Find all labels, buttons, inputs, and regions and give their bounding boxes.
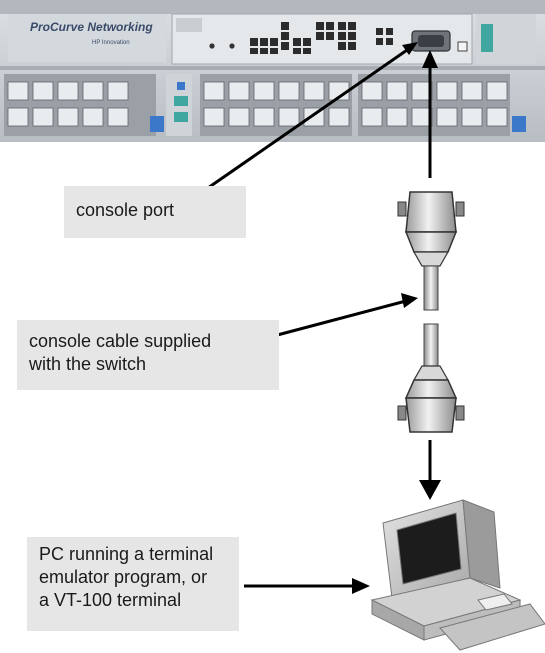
console-port-label-line: console port [76, 199, 246, 222]
console-cable-label: console cable supplied with the switch [17, 320, 279, 390]
network-switch: ProCurve Networking HP Innovation [0, 0, 545, 142]
serial-connector-icon [398, 366, 464, 432]
switch-tagline: HP Innovation [92, 40, 130, 46]
switch-port-blocks [4, 74, 526, 136]
console-port-label: console port [64, 186, 246, 238]
serial-connector-icon [398, 192, 464, 266]
switch-console-port-icon [412, 31, 450, 51]
arrow-to-cable [266, 301, 406, 338]
pc-terminal-label-line: emulator program, or [39, 566, 239, 589]
console-cable-label-line: with the switch [29, 353, 279, 376]
switch-brand: ProCurve Networking [30, 20, 153, 34]
pc-terminal-label-line: PC running a terminal [39, 543, 239, 566]
console-cable-label-line: console cable supplied [29, 330, 279, 353]
computer-icon [372, 500, 545, 650]
pc-terminal-label: PC running a terminal emulator program, … [27, 537, 239, 631]
console-cable [398, 192, 464, 432]
switch-control-panel [172, 14, 472, 64]
pc-terminal-label-line: a VT-100 terminal [39, 589, 239, 612]
